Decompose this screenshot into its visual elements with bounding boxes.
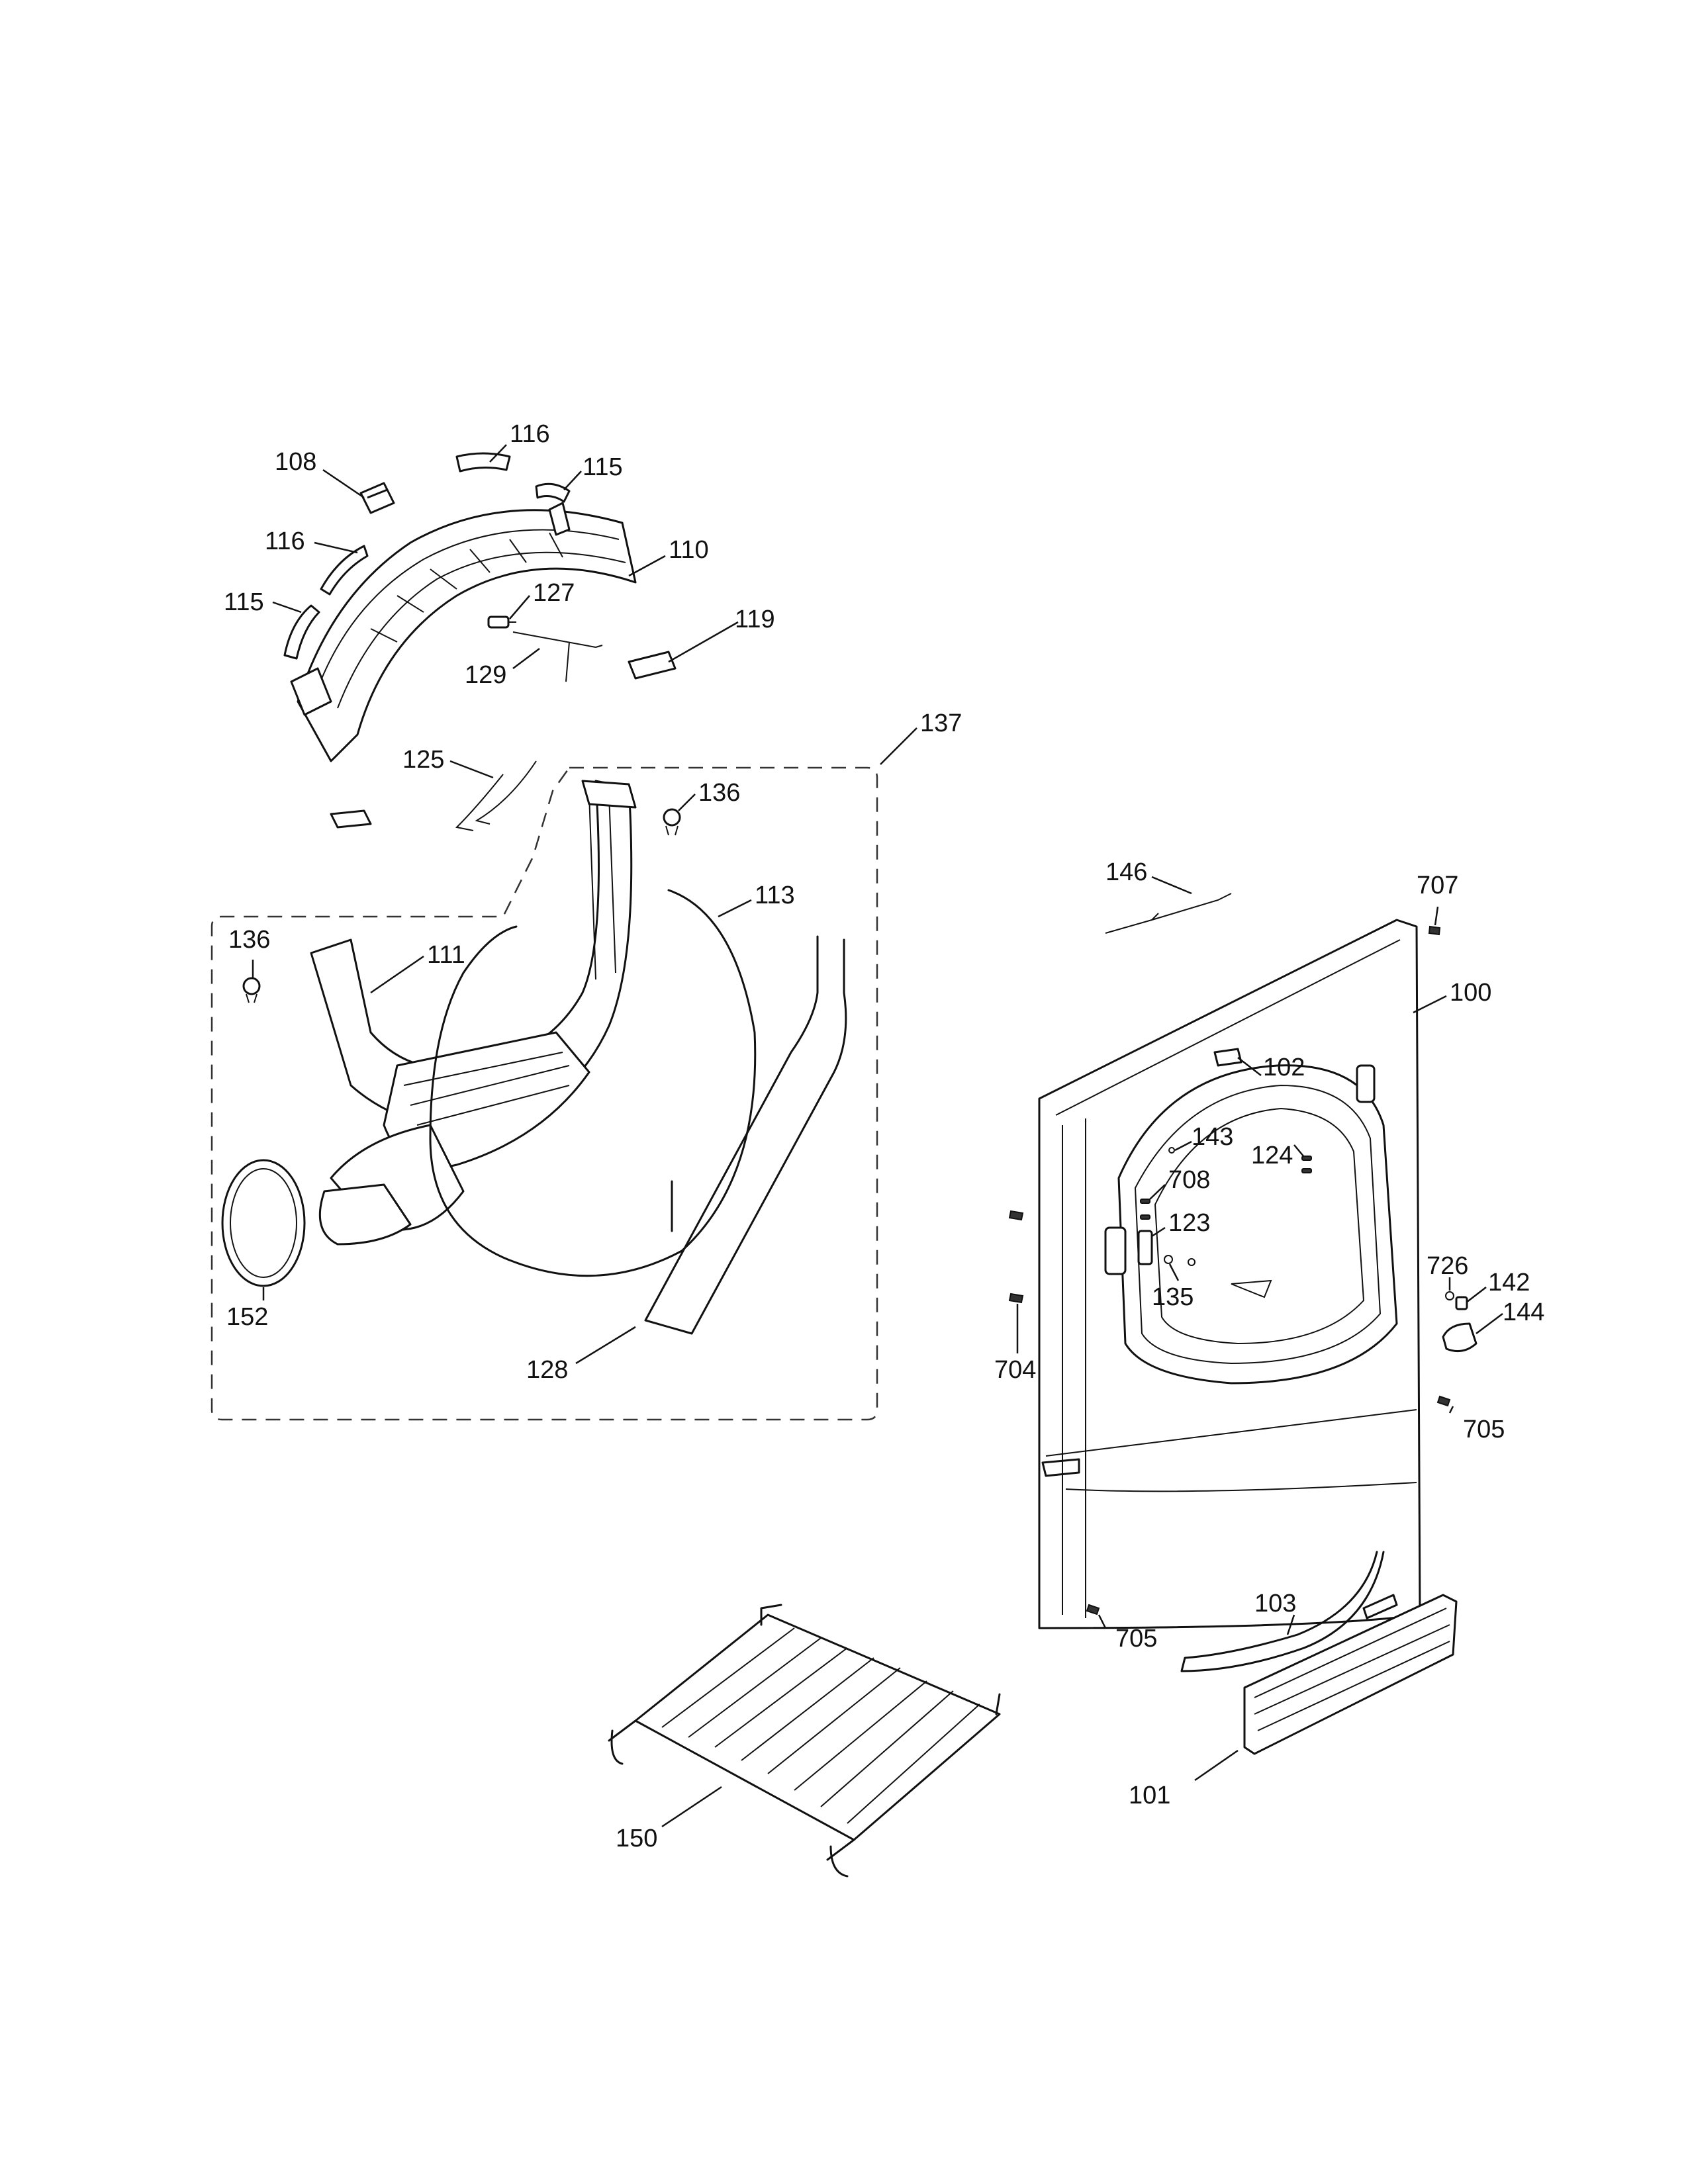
callout-110: 110 bbox=[669, 536, 709, 564]
callout-704: 704 bbox=[994, 1356, 1036, 1384]
strip-115-left bbox=[283, 604, 320, 660]
screws-704 bbox=[1008, 1210, 1024, 1304]
callout-103: 103 bbox=[1254, 1590, 1296, 1617]
callout-705-right: 705 bbox=[1463, 1416, 1505, 1443]
callout-142: 142 bbox=[1488, 1269, 1530, 1297]
callout-125: 125 bbox=[402, 746, 444, 774]
callout-152: 152 bbox=[226, 1303, 268, 1331]
wires-125 bbox=[455, 760, 537, 831]
part-135 bbox=[1164, 1255, 1196, 1266]
screw-136-upper bbox=[663, 808, 681, 836]
sensor-127 bbox=[487, 615, 516, 629]
lower-bulkhead-111 bbox=[310, 780, 637, 1246]
callout-102: 102 bbox=[1263, 1054, 1305, 1081]
callout-127: 127 bbox=[533, 579, 575, 607]
callout-136-upper: 136 bbox=[698, 779, 740, 807]
front-panel-100 bbox=[1038, 919, 1421, 1629]
callout-101: 101 bbox=[1129, 1782, 1170, 1809]
small-block bbox=[330, 809, 372, 829]
screw-707 bbox=[1428, 925, 1441, 936]
callout-119: 119 bbox=[735, 606, 775, 633]
knob-144 bbox=[1442, 1322, 1477, 1353]
screw-705-bottom bbox=[1086, 1604, 1100, 1615]
callout-707: 707 bbox=[1417, 872, 1458, 899]
block-119 bbox=[628, 651, 677, 680]
switch-102 bbox=[1213, 1048, 1243, 1067]
callout-124: 124 bbox=[1251, 1142, 1293, 1169]
callout-135: 135 bbox=[1152, 1283, 1194, 1311]
callout-137: 137 bbox=[920, 709, 962, 737]
callout-143: 143 bbox=[1192, 1123, 1233, 1151]
callout-115-left: 115 bbox=[224, 588, 264, 616]
callout-labels: 116 108 115 116 110 115 127 119 129 137 … bbox=[224, 420, 1544, 1852]
assembly-137-outline bbox=[211, 766, 878, 1421]
wire-bracket-128 bbox=[644, 935, 847, 1335]
strip-116-left bbox=[320, 545, 369, 596]
part-726 bbox=[1445, 1291, 1454, 1300]
callout-705-bottom: 705 bbox=[1115, 1625, 1157, 1653]
harness-129 bbox=[512, 631, 603, 682]
callout-108: 108 bbox=[275, 448, 316, 476]
clip-108 bbox=[359, 482, 395, 514]
callout-150: 150 bbox=[616, 1825, 657, 1852]
callout-123: 123 bbox=[1168, 1209, 1210, 1237]
callout-726: 726 bbox=[1427, 1252, 1468, 1280]
callout-100: 100 bbox=[1450, 979, 1491, 1007]
part-142 bbox=[1455, 1296, 1468, 1310]
upper-bulkhead-110 bbox=[290, 502, 637, 762]
callout-116-left: 116 bbox=[265, 527, 305, 555]
callout-708: 708 bbox=[1168, 1166, 1210, 1194]
leader-lines bbox=[252, 444, 1503, 1828]
callout-146: 146 bbox=[1105, 858, 1147, 886]
screws-708 bbox=[1140, 1199, 1150, 1220]
latch-123 bbox=[1137, 1230, 1153, 1265]
callout-115-upper: 115 bbox=[583, 453, 623, 481]
screw-705-right bbox=[1436, 1395, 1451, 1407]
callout-113: 113 bbox=[755, 882, 795, 909]
harness-146 bbox=[1105, 893, 1232, 934]
strip-116-upper bbox=[455, 452, 511, 473]
callout-128: 128 bbox=[526, 1356, 568, 1384]
callout-111: 111 bbox=[427, 941, 465, 969]
callout-116-upper: 116 bbox=[510, 420, 550, 448]
callout-129: 129 bbox=[465, 661, 506, 689]
screw-136-left bbox=[242, 977, 261, 1003]
part-143 bbox=[1168, 1147, 1175, 1154]
screws-124 bbox=[1301, 1156, 1312, 1173]
callout-136-left: 136 bbox=[228, 926, 270, 954]
callout-144: 144 bbox=[1503, 1298, 1544, 1326]
strip-115-upper bbox=[535, 482, 571, 503]
seal-113 bbox=[429, 889, 757, 1277]
lint-filter-101 bbox=[1243, 1594, 1458, 1755]
gasket-ring-152 bbox=[221, 1159, 306, 1287]
strip-103 bbox=[1180, 1551, 1385, 1672]
drying-rack-150 bbox=[608, 1604, 1001, 1878]
